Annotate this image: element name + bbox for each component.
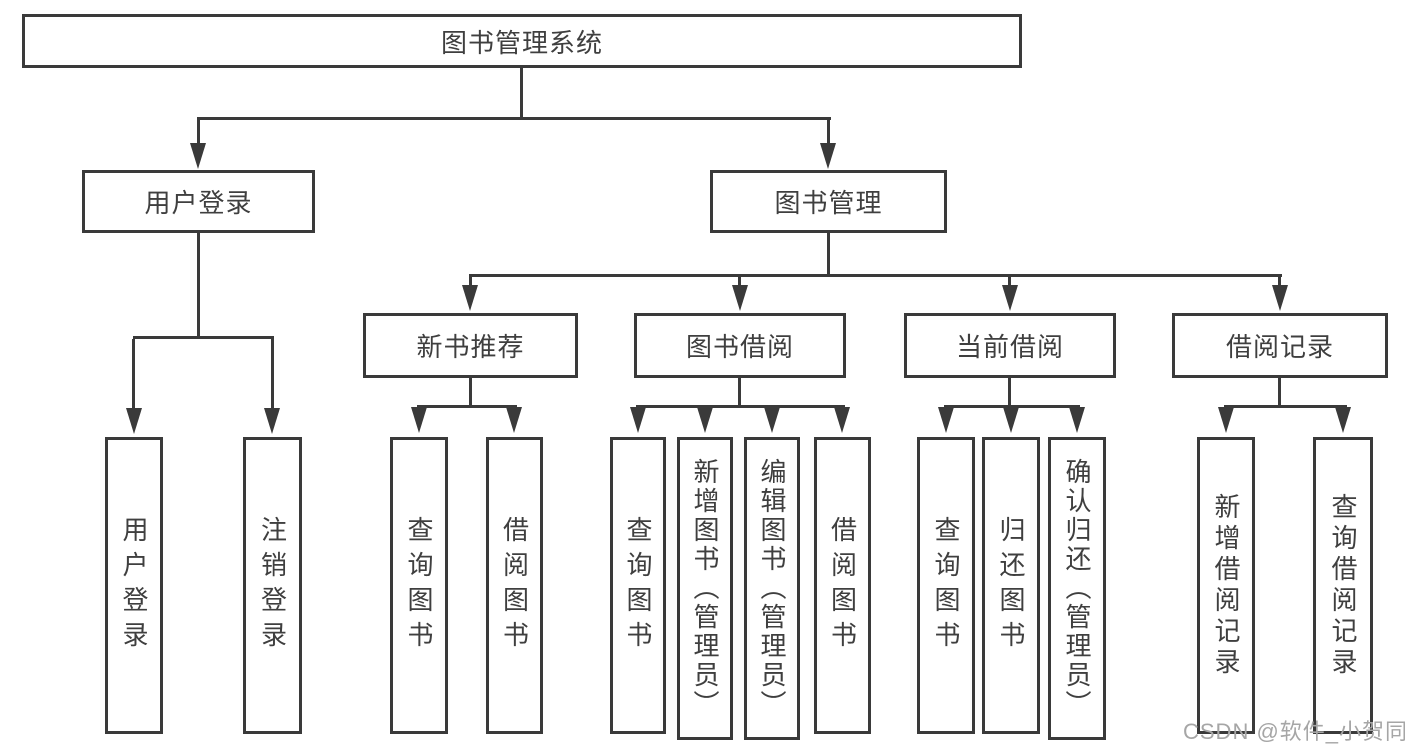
- node-borrow-books-leaf: 借阅图书: [814, 437, 871, 734]
- arrow-down-icon: [1003, 407, 1019, 433]
- node-borrow-books-recommend: 借阅图书: [486, 437, 543, 734]
- node-borrow-records: 借阅记录: [1172, 313, 1388, 378]
- node-add-book-admin: 新增图书（管理员）: [677, 437, 733, 740]
- connector-stem: [827, 233, 830, 277]
- arrow-down-icon: [938, 407, 954, 433]
- watermark-text: CSDN @软件_小贺同学: [1183, 719, 1405, 744]
- connector-bar: [133, 336, 274, 339]
- node-confirm-return-admin: 确认归还（管理员）: [1048, 437, 1106, 740]
- node-label: 归还图书: [996, 515, 1026, 656]
- node-label: 查询图书: [623, 515, 653, 656]
- node-new-book-recommend: 新书推荐: [363, 313, 578, 378]
- arrow-down-icon: [820, 143, 836, 169]
- connector-bar: [944, 405, 1080, 408]
- node-label: 查询图书: [931, 515, 961, 656]
- connector-stem: [738, 277, 741, 287]
- connector-bar: [1224, 405, 1347, 408]
- node-query-books-borrow: 查询图书: [610, 437, 666, 734]
- node-user-login: 用户登录: [82, 170, 315, 233]
- connector-bar: [636, 405, 845, 408]
- connector-stem: [1278, 378, 1281, 408]
- arrow-down-icon: [1069, 407, 1085, 433]
- node-label: 用户登录: [119, 515, 149, 656]
- node-label: 注销登录: [257, 515, 288, 656]
- node-current-borrow: 当前借阅: [904, 313, 1116, 378]
- node-book-borrow: 图书借阅: [634, 313, 846, 378]
- node-query-books-current: 查询图书: [917, 437, 975, 734]
- connector-stem: [197, 119, 200, 145]
- node-label: 查询借阅记录: [1328, 492, 1358, 679]
- arrow-down-icon: [834, 407, 850, 433]
- connector-stem: [271, 339, 274, 409]
- node-label: 新增图书（管理员）: [690, 458, 720, 719]
- connector-stem: [469, 277, 472, 287]
- arrow-down-icon: [190, 143, 206, 169]
- connector-stem: [132, 339, 135, 409]
- arrow-down-icon: [462, 285, 478, 311]
- connector-root-stem: [520, 68, 523, 118]
- connector-stem: [1008, 378, 1011, 408]
- node-logout-leaf: 注销登录: [243, 437, 302, 734]
- node-query-books-recommend: 查询图书: [390, 437, 448, 734]
- connector-stem: [1008, 277, 1011, 287]
- node-edit-book-admin: 编辑图书（管理员）: [744, 437, 800, 740]
- node-book-management: 图书管理: [710, 170, 947, 233]
- node-user-login-leaf: 用户登录: [105, 437, 163, 734]
- arrow-down-icon: [1272, 285, 1288, 311]
- node-label: 编辑图书（管理员）: [757, 458, 787, 719]
- node-query-borrow-record: 查询借阅记录: [1313, 437, 1373, 734]
- arrow-down-icon: [764, 407, 780, 433]
- node-label: 查询图书: [404, 515, 434, 656]
- connector-bar: [417, 405, 517, 408]
- node-label: 借阅图书: [499, 515, 530, 656]
- node-label: 新增借阅记录: [1211, 492, 1241, 679]
- node-label: 确认归还（管理员）: [1062, 458, 1092, 719]
- arrow-down-icon: [506, 407, 522, 433]
- node-return-books: 归还图书: [982, 437, 1040, 734]
- connector-stem: [738, 378, 741, 408]
- arrow-down-icon: [1218, 407, 1234, 433]
- node-label: 借阅图书: [827, 515, 858, 656]
- arrow-down-icon: [126, 408, 142, 434]
- arrow-down-icon: [630, 407, 646, 433]
- connector-root-bar: [197, 117, 831, 120]
- connector-stem: [197, 233, 200, 339]
- arrow-down-icon: [732, 285, 748, 311]
- arrow-down-icon: [1002, 285, 1018, 311]
- connector-stem: [469, 378, 472, 408]
- arrow-down-icon: [1335, 407, 1351, 433]
- connector-bar: [469, 274, 1282, 277]
- arrow-down-icon: [264, 408, 280, 434]
- arrow-down-icon: [411, 407, 427, 433]
- arrow-down-icon: [697, 407, 713, 433]
- connector-stem: [827, 119, 830, 145]
- node-library-management-system: 图书管理系统: [22, 14, 1022, 68]
- connector-stem: [1278, 277, 1281, 287]
- node-add-borrow-record: 新增借阅记录: [1197, 437, 1255, 734]
